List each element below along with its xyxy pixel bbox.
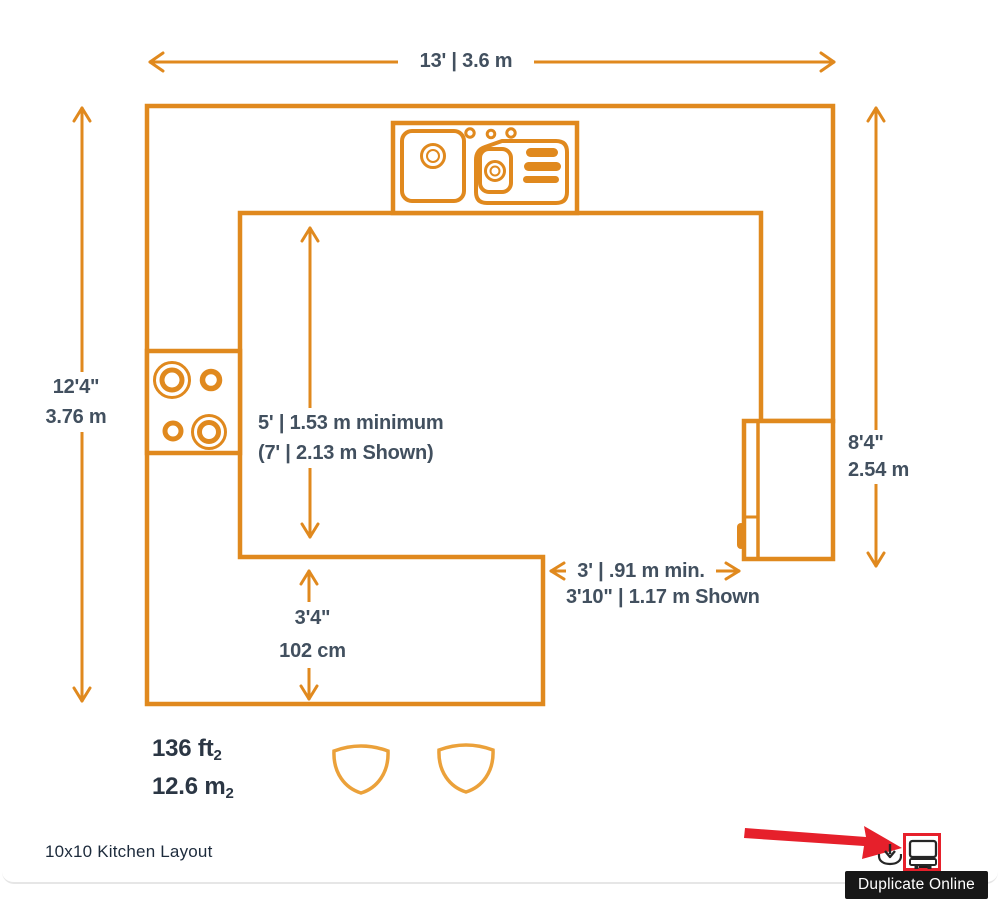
stools bbox=[332, 743, 495, 795]
dimension-arrow-work-aisle bbox=[300, 226, 320, 539]
page-title: 10x10 Kitchen Layout bbox=[45, 842, 213, 861]
stool-right bbox=[437, 743, 495, 794]
annotation-highlight-box bbox=[903, 833, 941, 871]
download-button[interactable] bbox=[877, 841, 903, 868]
dimension-label-walkway-shown: 3'10" | 1.17 m Shown bbox=[566, 586, 760, 608]
download-icon bbox=[877, 844, 903, 866]
dimension-label-top-width: 13' | 3.6 m bbox=[398, 46, 534, 76]
counter-outline bbox=[144, 103, 836, 707]
dimension-label-peninsula-depth: 3'4" 102 cm bbox=[270, 602, 355, 668]
dimension-label-walkway-min: 3' | .91 m min. bbox=[566, 558, 716, 584]
kitchen-sink bbox=[390, 120, 580, 216]
monitor-icon bbox=[908, 839, 938, 869]
area-label: 136 ft2 12.6 m2 bbox=[152, 731, 234, 807]
stool-left bbox=[332, 744, 390, 795]
refrigerator bbox=[737, 418, 836, 562]
dimension-arrow-right-height bbox=[866, 106, 886, 568]
area-metric: 12.6 m2 bbox=[152, 773, 234, 802]
duplicate-online-tooltip: Duplicate Online bbox=[845, 871, 988, 899]
dimension-label-work-aisle: 5' | 1.53 m minimum (7' | 2.13 m Shown) bbox=[258, 408, 444, 468]
dimension-label-left-height: 12'4" 3.76 m bbox=[34, 372, 118, 432]
dimension-label-right-height: 8'4" 2.54 m bbox=[848, 430, 909, 484]
area-imperial: 136 ft2 bbox=[152, 735, 222, 764]
cooktop bbox=[144, 348, 243, 456]
duplicate-online-button[interactable] bbox=[906, 836, 938, 869]
